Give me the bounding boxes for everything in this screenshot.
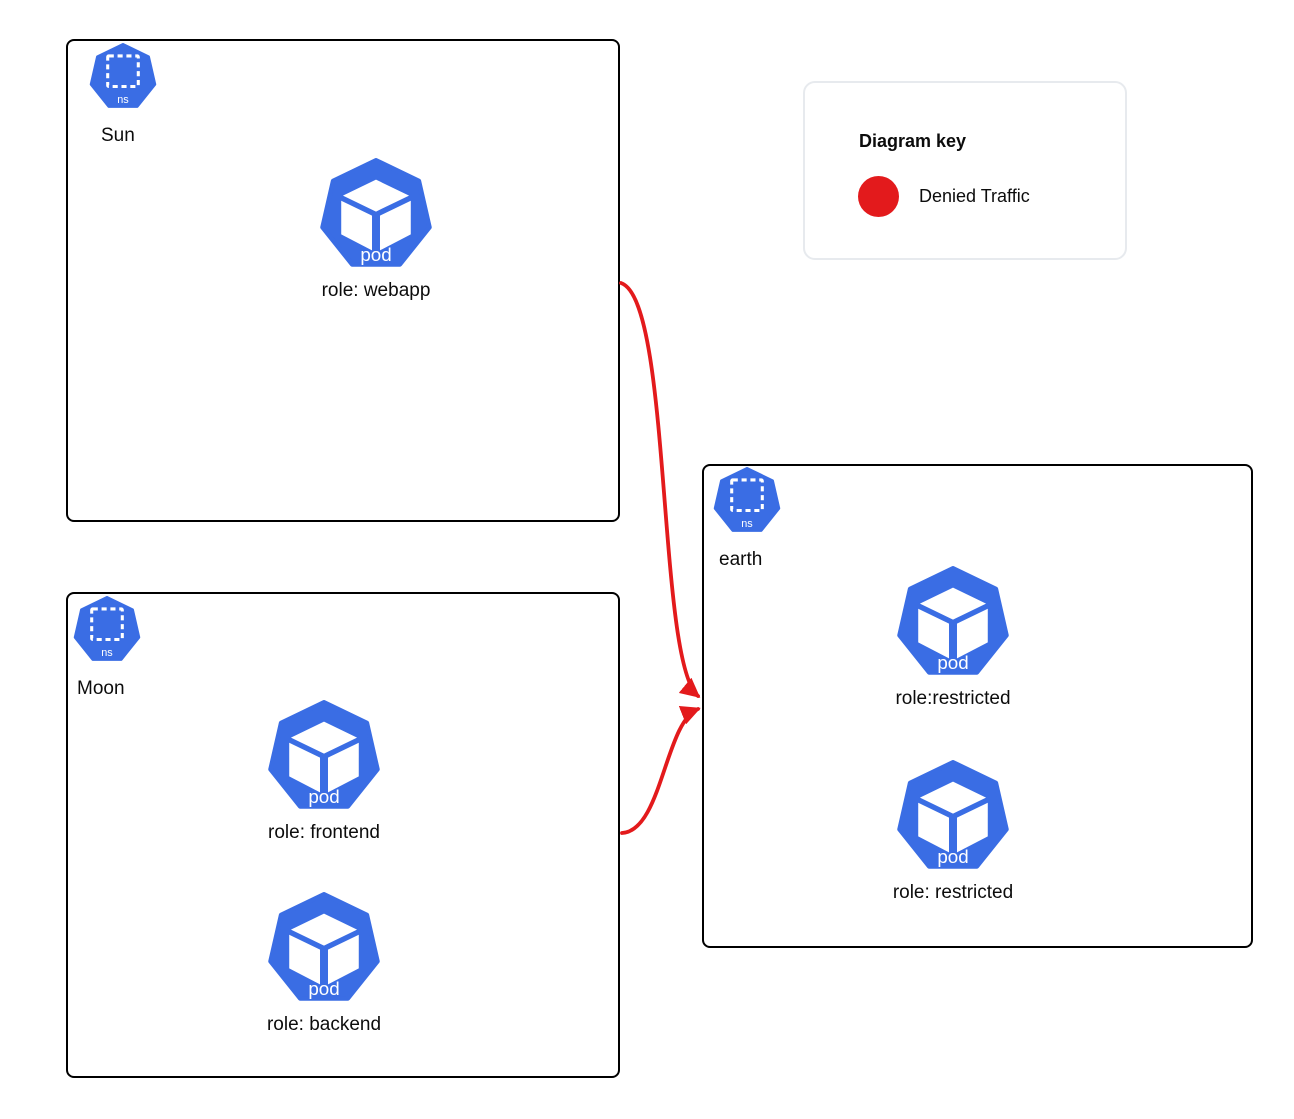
pod-icon: pod	[320, 158, 432, 267]
namespace-box-sun: ns Sun pod role: webapp	[66, 39, 620, 522]
pod-icon-text: pod	[937, 846, 968, 867]
namespace-label: Moon	[77, 678, 125, 699]
pod-label: role: restricted	[892, 882, 1014, 903]
pod-node-frontend: pod role: frontend	[214, 700, 434, 844]
namespace-icon-text: ns	[117, 94, 129, 106]
pod-label: role: webapp	[321, 280, 431, 301]
namespace-label: earth	[719, 549, 763, 570]
namespace-icon-text: ns	[741, 518, 753, 530]
pod-icon: pod	[897, 760, 1009, 869]
pod-icon-text: pod	[308, 786, 339, 807]
diagram-key-item-label: Denied Traffic	[919, 186, 1030, 206]
pod-node-backend: pod role: backend	[214, 892, 434, 1036]
pod-label: role: frontend	[268, 822, 380, 843]
namespace-box-earth: ns earth pod role:restricted pod role:	[702, 464, 1253, 948]
namespace-icon: ns	[73, 596, 141, 669]
pod-node-webapp: pod role: webapp	[266, 158, 486, 302]
denied-traffic-dot-icon	[858, 176, 899, 217]
pod-node-restricted-1: pod role:restricted	[843, 566, 1063, 710]
pod-icon: pod	[897, 566, 1009, 675]
denied-edge-sun-to-earth	[619, 281, 701, 698]
diagram-key-title: Diagram key	[859, 131, 967, 151]
pod-icon: pod	[268, 700, 380, 809]
pod-icon-text: pod	[937, 652, 968, 673]
denied-edge-moon-to-earth	[620, 706, 701, 835]
namespace-icon: ns	[89, 43, 157, 116]
diagram-key: Diagram key Denied Traffic	[803, 81, 1127, 260]
namespace-icon-text: ns	[101, 647, 113, 659]
pod-icon-text: pod	[308, 978, 339, 999]
pod-label: role:restricted	[895, 688, 1011, 709]
pod-icon-text: pod	[360, 244, 391, 265]
namespace-box-moon: ns Moon pod role: frontend pod role: ba	[66, 592, 620, 1078]
namespace-icon: ns	[713, 467, 781, 540]
pod-icon: pod	[268, 892, 380, 1001]
pod-node-restricted-2: pod role: restricted	[843, 760, 1063, 904]
namespace-label: Sun	[101, 125, 135, 146]
pod-label: role: backend	[266, 1014, 382, 1035]
